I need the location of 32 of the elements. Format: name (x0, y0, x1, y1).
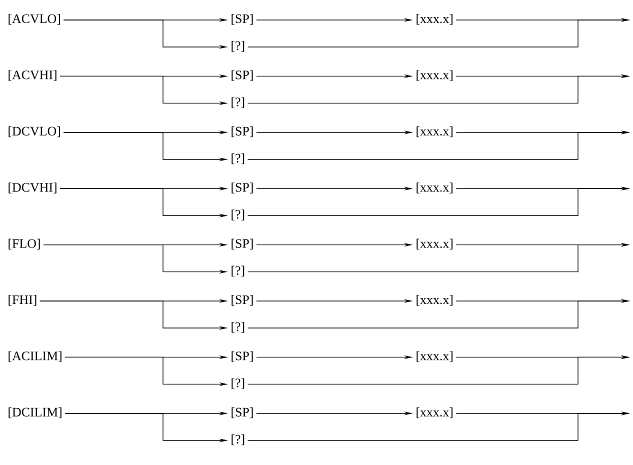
value-label: [SP] (232, 407, 253, 418)
command-label: [DCVHI] (8, 182, 56, 194)
value-label: [SP] (232, 14, 253, 25)
value-label: [?] (232, 210, 244, 220)
value-label: [SP] (232, 70, 253, 81)
value-label: [?] (232, 41, 244, 52)
command-label: [DCVLO] (8, 126, 60, 138)
value-label: [?] (232, 378, 244, 389)
value-label: [SP] (232, 238, 253, 250)
value-label: [xxx.x] (416, 238, 452, 250)
command-label: [FHI] (8, 295, 36, 306)
value-label: [SP] (232, 182, 253, 194)
value-label: [?] (232, 322, 244, 333)
value-label: [SP] (232, 126, 253, 138)
command-label: [ACVLO] (8, 14, 60, 25)
value-label: [?] (232, 266, 244, 277)
value-label: [xxx.x] (416, 70, 452, 81)
value-label: [?] (232, 153, 244, 164)
command-label: [FLO] (8, 238, 40, 250)
value-label: [xxx.x] (416, 295, 452, 306)
value-label: [xxx.x] (416, 126, 452, 138)
command-label: [DCILIM] (8, 407, 62, 418)
value-label: [xxx.x] (416, 182, 452, 194)
value-label: [?] (232, 97, 244, 108)
value-label: [SP] (232, 295, 253, 306)
command-label: [ACVHI] (8, 70, 56, 81)
value-label: [xxx.x] (416, 14, 452, 25)
value-label: [?] (232, 434, 244, 446)
value-label: [xxx.x] (416, 351, 452, 362)
value-label: [SP] (232, 351, 253, 362)
value-label: [xxx.x] (416, 407, 452, 418)
command-label: [ACILIM] (8, 351, 62, 362)
